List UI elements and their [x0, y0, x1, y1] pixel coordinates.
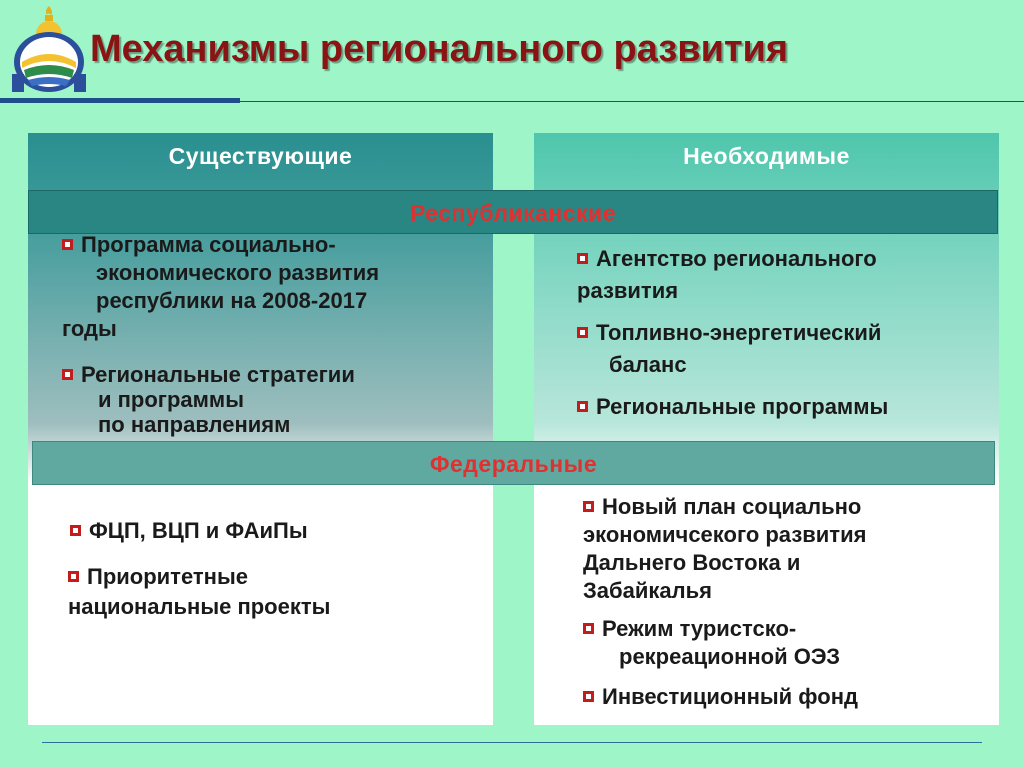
title-underline-bar [0, 98, 240, 103]
title-underline [240, 101, 1024, 102]
bullet-icon [577, 253, 588, 264]
list-item: Инвестиционный фонд [583, 683, 858, 711]
bullet-icon [62, 369, 73, 380]
list-item: Новый план социально экономичсекого разв… [583, 494, 867, 603]
page-title: Механизмы регионального развития [90, 28, 789, 70]
federal-band: Федеральные [32, 441, 995, 485]
bullet-icon [583, 691, 594, 702]
bullet-icon [70, 525, 81, 536]
bullet-icon [68, 571, 79, 582]
needed-heading: Необходимые [683, 143, 850, 169]
footer-divider [42, 742, 982, 743]
bullet-icon [583, 501, 594, 512]
bullet-icon [577, 327, 588, 338]
list-item: Региональные стратегии и программы по на… [62, 362, 355, 437]
emblem-icon [12, 6, 86, 92]
list-item: Приоритетные национальные проекты [68, 564, 331, 619]
list-item: Режим туристско- рекреационной ОЭЗ [583, 615, 840, 671]
bullet-icon [583, 623, 594, 634]
list-item: ФЦП, ВЦП и ФАиПы [70, 517, 308, 545]
bullet-icon [62, 239, 73, 250]
existing-heading: Существующие [168, 143, 353, 169]
list-item: Региональные программы [577, 393, 888, 421]
list-item: Агентство регионального развития [577, 246, 877, 303]
list-item: Топливно-энергетический баланс [577, 317, 881, 381]
bullet-icon [577, 401, 588, 412]
list-item: Программа социально- экономического разв… [62, 232, 380, 341]
republican-band: Республиканские [28, 190, 998, 234]
